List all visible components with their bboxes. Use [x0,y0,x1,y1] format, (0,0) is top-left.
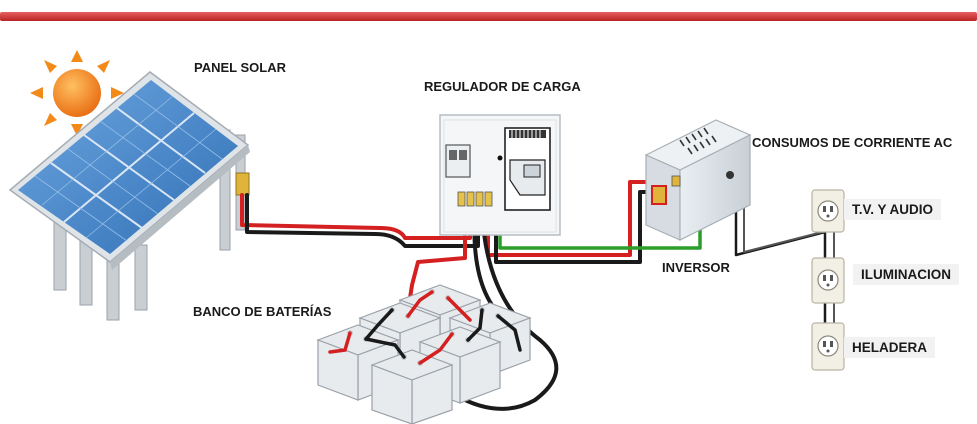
inverter-illustration [644,119,752,241]
battery-bank-illustration [316,284,532,424]
outlet-lighting-icon [811,257,845,304]
label-regulador: REGULADOR DE CARGA [424,79,581,94]
outlet-tv-icon [811,189,845,233]
charge-regulator-illustration [439,114,561,236]
label-tv-audio: T.V. Y AUDIO [844,199,942,220]
label-banco-baterias: BANCO DE BATERÍAS [193,304,332,319]
label-panel-solar: PANEL SOLAR [194,60,286,75]
outlet-fridge-icon [811,322,845,371]
sun-icon [30,50,124,136]
header-bar [0,12,977,21]
label-iluminacion: ILUMINACION [853,264,959,285]
solar-panel-illustration [8,71,250,321]
label-heladera: HELADERA [844,337,936,358]
label-consumos-ac: CONSUMOS DE CORRIENTE AC [752,135,953,150]
label-inversor: INVERSOR [662,260,730,275]
